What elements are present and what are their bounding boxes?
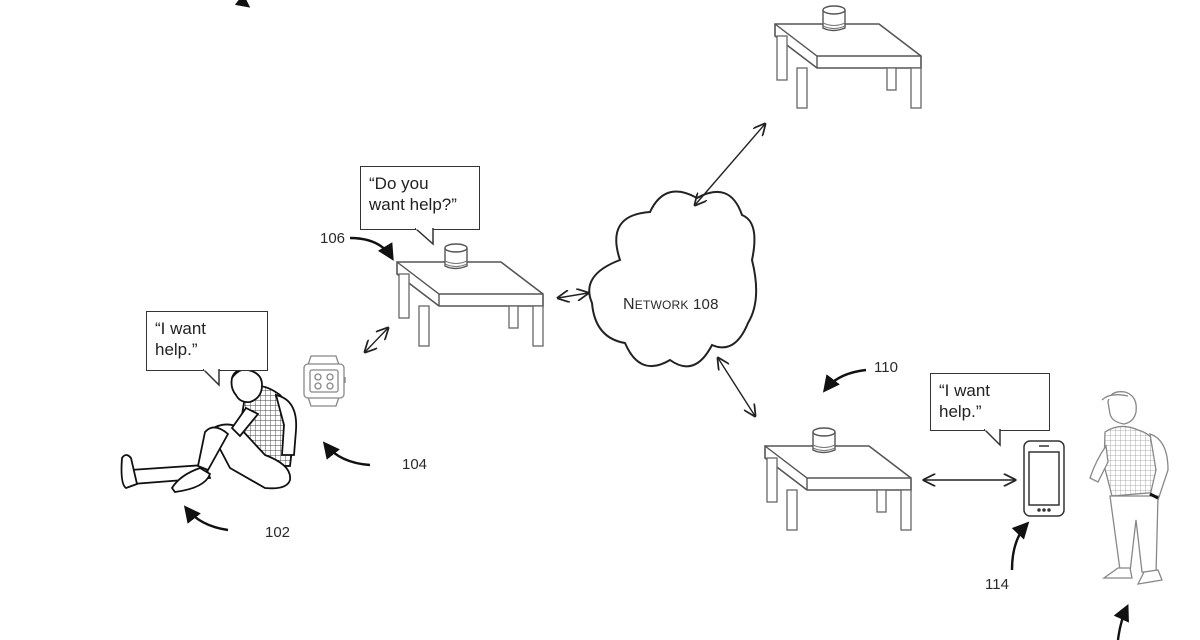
bubble-line: “I want [155,319,207,338]
bubble-line: “I want [939,381,991,400]
speech-bubble-device: “Do you want help?” [360,166,480,230]
table-with-smart-speaker-icon [396,243,544,347]
speech-bubble-standing-user: “I want help.” [930,373,1050,431]
smartphone-icon [1023,440,1065,517]
bubble-line: “Do you [369,174,429,193]
sitting-person-icon [120,368,298,493]
smartwatch-icon [303,355,346,407]
network-label-initial: N [623,296,635,313]
bubble-line: want help?” [369,195,457,214]
double-arrow-icon [718,358,755,416]
bubble-tail [415,228,434,246]
ref-label-102: 102 [265,524,291,541]
bubble-tail [984,429,1001,447]
ref-label-106: 106 [320,230,346,247]
curved-pointer-arrow-icon [349,236,394,261]
standing-person-icon [1089,391,1169,585]
curved-pointer-arrow-icon [322,441,371,467]
network-ref: 108 [693,296,719,313]
bubble-tail [203,369,220,387]
table-with-smart-speaker-icon [774,5,922,109]
cloud-network-icon [588,190,758,368]
double-arrow-icon [558,293,588,298]
ref-label-114: 114 [985,576,1009,593]
double-arrow-icon [365,328,388,352]
curved-pointer-arrow-icon [183,505,229,532]
curved-pointer-arrow-icon [1010,521,1030,571]
stray-arrow-icon [234,0,251,8]
ref-label-104: 104 [402,456,428,473]
speech-bubble-sitting-user: “I want help.” [146,311,268,371]
bubble-line: help.” [939,402,982,421]
double-arrow-icon [695,124,765,205]
network-label: NETWORK 108 [623,296,719,314]
table-with-smart-speaker-icon [764,427,912,531]
curved-pointer-arrow-icon [822,368,867,393]
network-label-rest: ETWORK [634,298,689,312]
bubble-line: help.” [155,340,198,359]
ref-label-110: 110 [874,359,898,376]
curved-pointer-arrow-icon [1113,603,1129,640]
